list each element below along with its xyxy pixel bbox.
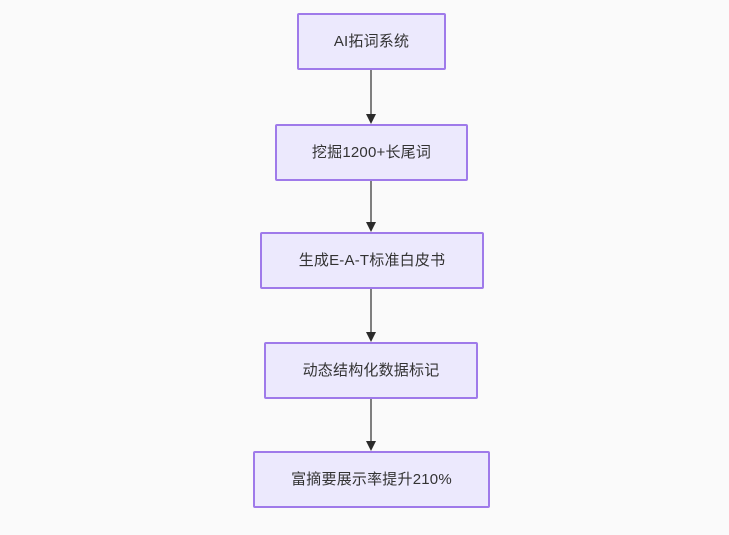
flow-node-label: 挖掘1200+长尾词 xyxy=(311,144,432,161)
flow-node-rich-snippet-rate-increase[interactable]: 富摘要展示率提升210% xyxy=(253,451,490,508)
flow-node-ai-keyword-system[interactable]: AI拓词系统 xyxy=(297,13,446,70)
flow-node-label: 动态结构化数据标记 xyxy=(302,362,440,379)
flow-connector-3 xyxy=(363,289,379,342)
flow-node-dynamic-structured-data-markup[interactable]: 动态结构化数据标记 xyxy=(264,342,478,399)
flow-connector-4 xyxy=(363,399,379,451)
flow-node-label: AI拓词系统 xyxy=(333,33,410,50)
flow-node-mine-longtail-keywords[interactable]: 挖掘1200+长尾词 xyxy=(275,124,468,181)
flow-node-label: 富摘要展示率提升210% xyxy=(291,471,452,488)
flow-connector-2 xyxy=(363,181,379,232)
flow-node-label: 生成E-A-T标准白皮书 xyxy=(298,252,446,269)
flow-connector-1 xyxy=(363,70,379,124)
flow-node-generate-eat-whitepaper[interactable]: 生成E-A-T标准白皮书 xyxy=(260,232,484,289)
